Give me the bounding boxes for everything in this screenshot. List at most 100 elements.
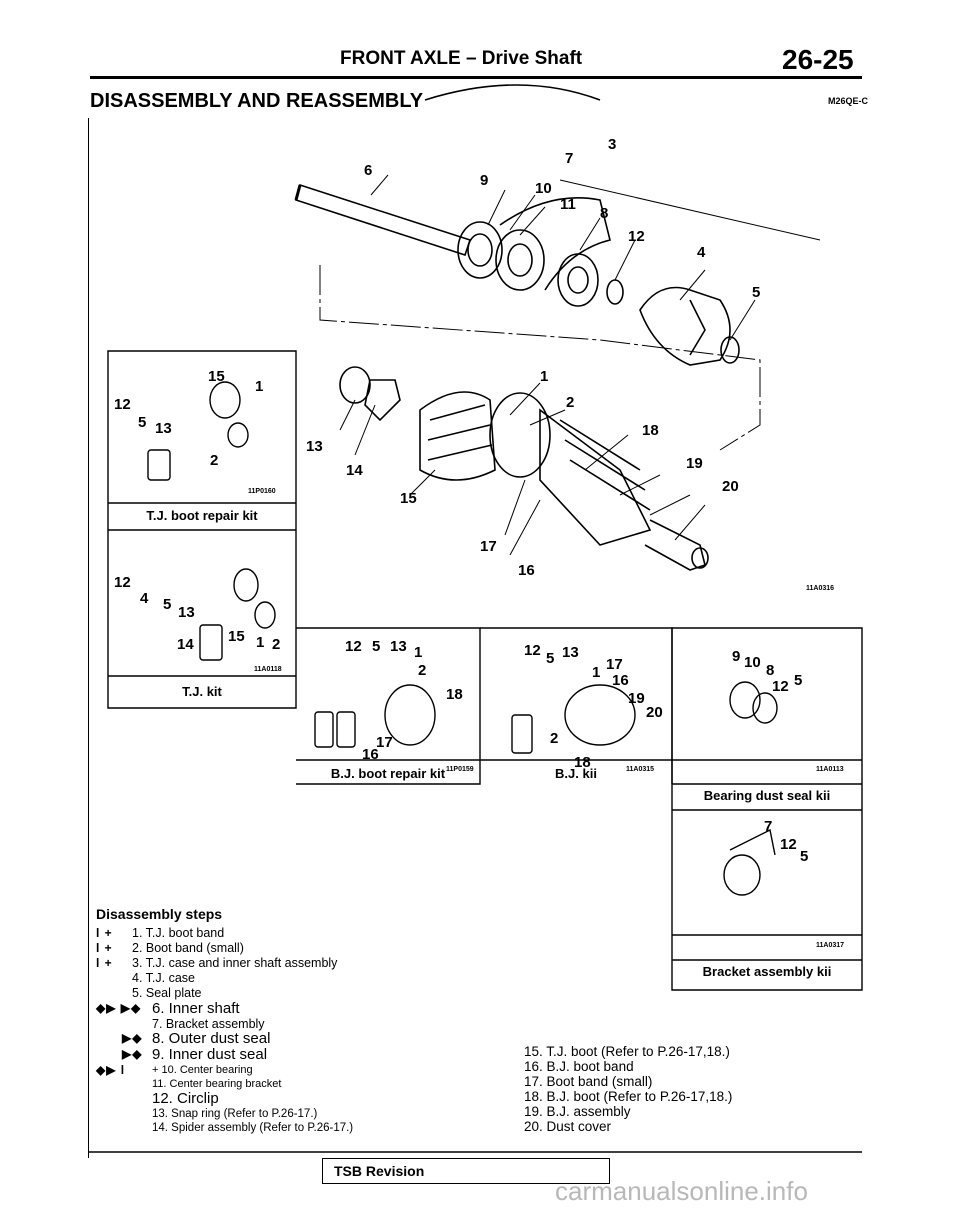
kit-bearing-label: 8 (766, 662, 775, 679)
page-title: FRONT AXLE – Drive Shaft (340, 48, 583, 69)
kit-tj-boot-label: 12 (114, 396, 131, 413)
kit-tj-boot-label: 13 (155, 420, 172, 437)
kit-bj-boot-label: 17 (376, 734, 393, 751)
step-row-right: 17. Boot band (small) (524, 1074, 653, 1089)
kit-tj-boot-label: 5 (138, 414, 147, 431)
kit-bearing-label: 12 (772, 678, 789, 695)
kit-bj-label: 20 (646, 704, 663, 721)
callout-6: 6 (364, 162, 373, 179)
step-row-right: 19. B.J. assembly (524, 1104, 631, 1119)
callout-19: 19 (686, 455, 703, 472)
callout-2: 2 (566, 394, 575, 411)
kit-bj-label: 2 (550, 730, 559, 747)
kit-bj-code: 11A0315 (626, 766, 655, 773)
watermark: carmanualsonline.info (555, 1176, 808, 1206)
step-row: 5. Seal plate (132, 986, 202, 1000)
step-row: 7. Bracket assembly (152, 1017, 265, 1031)
kit-bj-boot-label: 16 (362, 746, 379, 763)
kit-bearing-code: 11A0113 (816, 766, 844, 773)
tsb-revision-label: TSB Revision (334, 1163, 425, 1179)
kit-bj-boot-label: 5 (372, 638, 381, 655)
left-margin-rule (88, 118, 89, 1158)
page-number: 26-25 (782, 44, 854, 75)
step-row: ◆▶ l+ 10. Center bearing (96, 1063, 253, 1077)
kit-bj-boot-label: 13 (390, 638, 407, 655)
kit-tj-boot-label: 2 (210, 452, 219, 469)
step-row: l +1. T.J. boot band (96, 926, 225, 940)
callout-12: 12 (628, 228, 645, 245)
kit-tj-label: 4 (140, 590, 149, 607)
callout-15: 15 (400, 490, 417, 507)
step-row-right: 20. Dust cover (524, 1119, 612, 1134)
step-row-right: 16. B.J. boot band (524, 1059, 634, 1074)
kit-bracket-label: 5 (800, 848, 809, 865)
kit-caption-bearing-dust-seal: Bearing dust seal kii (703, 788, 831, 803)
kit-bj-label: 13 (562, 644, 579, 661)
kit-bj-label: 16 (612, 672, 629, 689)
kit-bj-label: 17 (606, 656, 623, 673)
step-row: 13. Snap ring (Refer to P.26-17.) (152, 1108, 318, 1120)
step-row: ◆▶ ▶◆6. Inner shaft (96, 1000, 240, 1017)
callout-7: 7 (565, 150, 574, 167)
callout-9: 9 (480, 172, 489, 189)
kit-bj-boot-label: 2 (418, 662, 427, 679)
kit-tj-label: 13 (178, 604, 195, 621)
kit-caption-bj-boot-repair: B.J. boot repair kit (330, 766, 446, 781)
header-rule (90, 76, 862, 79)
kit-bearing-label: 5 (794, 672, 803, 689)
callout-3: 3 (608, 136, 617, 153)
kit-bracket-label: 7 (764, 818, 773, 835)
document-code: M26QE-C (828, 96, 869, 106)
kit-bj-boot-label: 18 (446, 686, 463, 703)
kit-tj-label: 2 (272, 636, 281, 653)
step-row-right: 18. B.J. boot (Refer to P.26-17,18.) (524, 1089, 733, 1104)
step-row: 14. Spider assembly (Refer to P.26-17.) (152, 1122, 354, 1134)
kit-bj-boot-code: 11P0159 (446, 766, 474, 773)
tsb-revision-box (322, 1158, 610, 1184)
callout-5: 5 (752, 284, 761, 301)
kit-tj-label: 14 (177, 636, 194, 653)
step-row: ▶◆8. Outer dust seal (122, 1030, 271, 1047)
kit-bearing-label: 10 (744, 654, 761, 671)
kit-bracket-label: 12 (780, 836, 797, 853)
callout-20: 20 (722, 478, 739, 495)
step-row: 12. Circlip (152, 1090, 219, 1107)
kit-caption-bj: B.J. kii (555, 766, 597, 781)
step-row: l +2. Boot band (small) (96, 941, 244, 955)
main-figure-code: 11A0316 (806, 585, 835, 592)
kit-caption-tj-boot-repair: T.J. boot repair kit (146, 508, 258, 523)
kit-bj-boot-label: 12 (345, 638, 362, 655)
kit-tj-label: 1 (256, 634, 265, 651)
kit-tj-boot-code: 11P0160 (248, 488, 276, 495)
kit-bj-label: 12 (524, 642, 541, 659)
callout-16: 16 (518, 562, 535, 579)
section-title: DISASSEMBLY AND REASSEMBLY (90, 90, 424, 112)
kit-tj-label: 15 (228, 628, 245, 645)
kit-bj-label: 19 (628, 690, 645, 707)
callout-14: 14 (346, 462, 363, 479)
callout-13: 13 (306, 438, 323, 455)
kit-bj-boot-label: 1 (414, 644, 423, 661)
step-row-right: 15. T.J. boot (Refer to P.26-17,18.) (524, 1044, 730, 1059)
step-row: 11. Center bearing bracket (152, 1078, 282, 1090)
kit-tj-code: 11A0118 (254, 666, 282, 673)
kit-bj-label: 1 (592, 664, 601, 681)
callout-8: 8 (600, 205, 609, 222)
callout-4: 4 (697, 244, 706, 261)
kit-tj-boot-label: 1 (255, 378, 264, 395)
kit-bj-label: 5 (546, 650, 555, 667)
disassembly-heading: Disassembly steps (96, 906, 223, 922)
kit-tj-boot-label: 15 (208, 368, 225, 385)
callout-11: 11 (560, 196, 576, 213)
step-row: 4. T.J. case (132, 971, 195, 985)
callout-18: 18 (642, 422, 659, 439)
kit-tj-label: 5 (163, 596, 172, 613)
kit-bracket-code: 11A0317 (816, 942, 845, 949)
kit-caption-bracket-assembly: Bracket assembly kii (702, 964, 832, 979)
kit-tj-label: 12 (114, 574, 131, 591)
kit-bearing-label: 9 (732, 648, 741, 665)
step-row: ▶◆9. Inner dust seal (122, 1046, 268, 1063)
step-row: l +3. T.J. case and inner shaft assembly (96, 956, 338, 970)
kit-bj-label: 18 (574, 754, 591, 771)
